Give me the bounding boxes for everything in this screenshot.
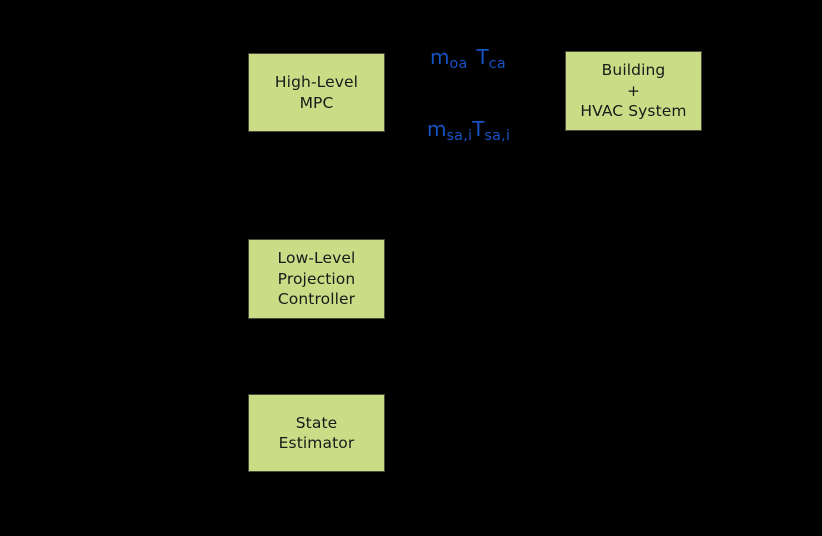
signal-symbol-t-ca: T <box>476 45 489 69</box>
block-state-estimator-line-1: State <box>295 413 338 432</box>
block-low-level-projection-controller-line-1: Low-Level <box>277 249 356 268</box>
block-building-hvac-system[interactable]: Building + HVAC System <box>565 51 702 131</box>
block-state-estimator[interactable]: State Estimator <box>248 394 385 472</box>
block-high-level-mpc-line-2: MPC <box>299 93 334 112</box>
block-low-level-projection-controller-line-3: Controller <box>277 290 356 309</box>
signal-symbol-t-sa-i: T <box>472 117 485 141</box>
signal-subscript-ca: ca <box>488 56 506 73</box>
signal-subscript-sa-i-mass: sa,i <box>446 128 473 145</box>
signal-symbol-m-sa-i: m <box>427 117 447 141</box>
block-building-hvac-system-line-3: HVAC System <box>580 102 687 121</box>
signal-label-supply-air-zone: msa,iTsa,i <box>427 119 510 143</box>
signal-symbol-m-oa: m <box>430 45 450 69</box>
block-building-hvac-system-line-2: + <box>626 81 641 100</box>
block-state-estimator-line-2: Estimator <box>278 434 355 452</box>
block-low-level-projection-controller[interactable]: Low-Level Projection Controller <box>248 239 385 319</box>
block-low-level-projection-controller-line-2: Projection <box>277 269 356 288</box>
block-high-level-mpc-line-1: High-Level <box>274 73 359 92</box>
block-building-hvac-system-line-1: Building <box>601 61 666 80</box>
signal-subscript-sa-i-temp: sa,i <box>484 128 511 145</box>
signal-label-outdoor-air-and-coil-air: moa Tca <box>430 47 506 71</box>
signal-subscript-oa: oa <box>449 56 468 73</box>
block-high-level-mpc[interactable]: High-Level MPC <box>248 53 385 132</box>
